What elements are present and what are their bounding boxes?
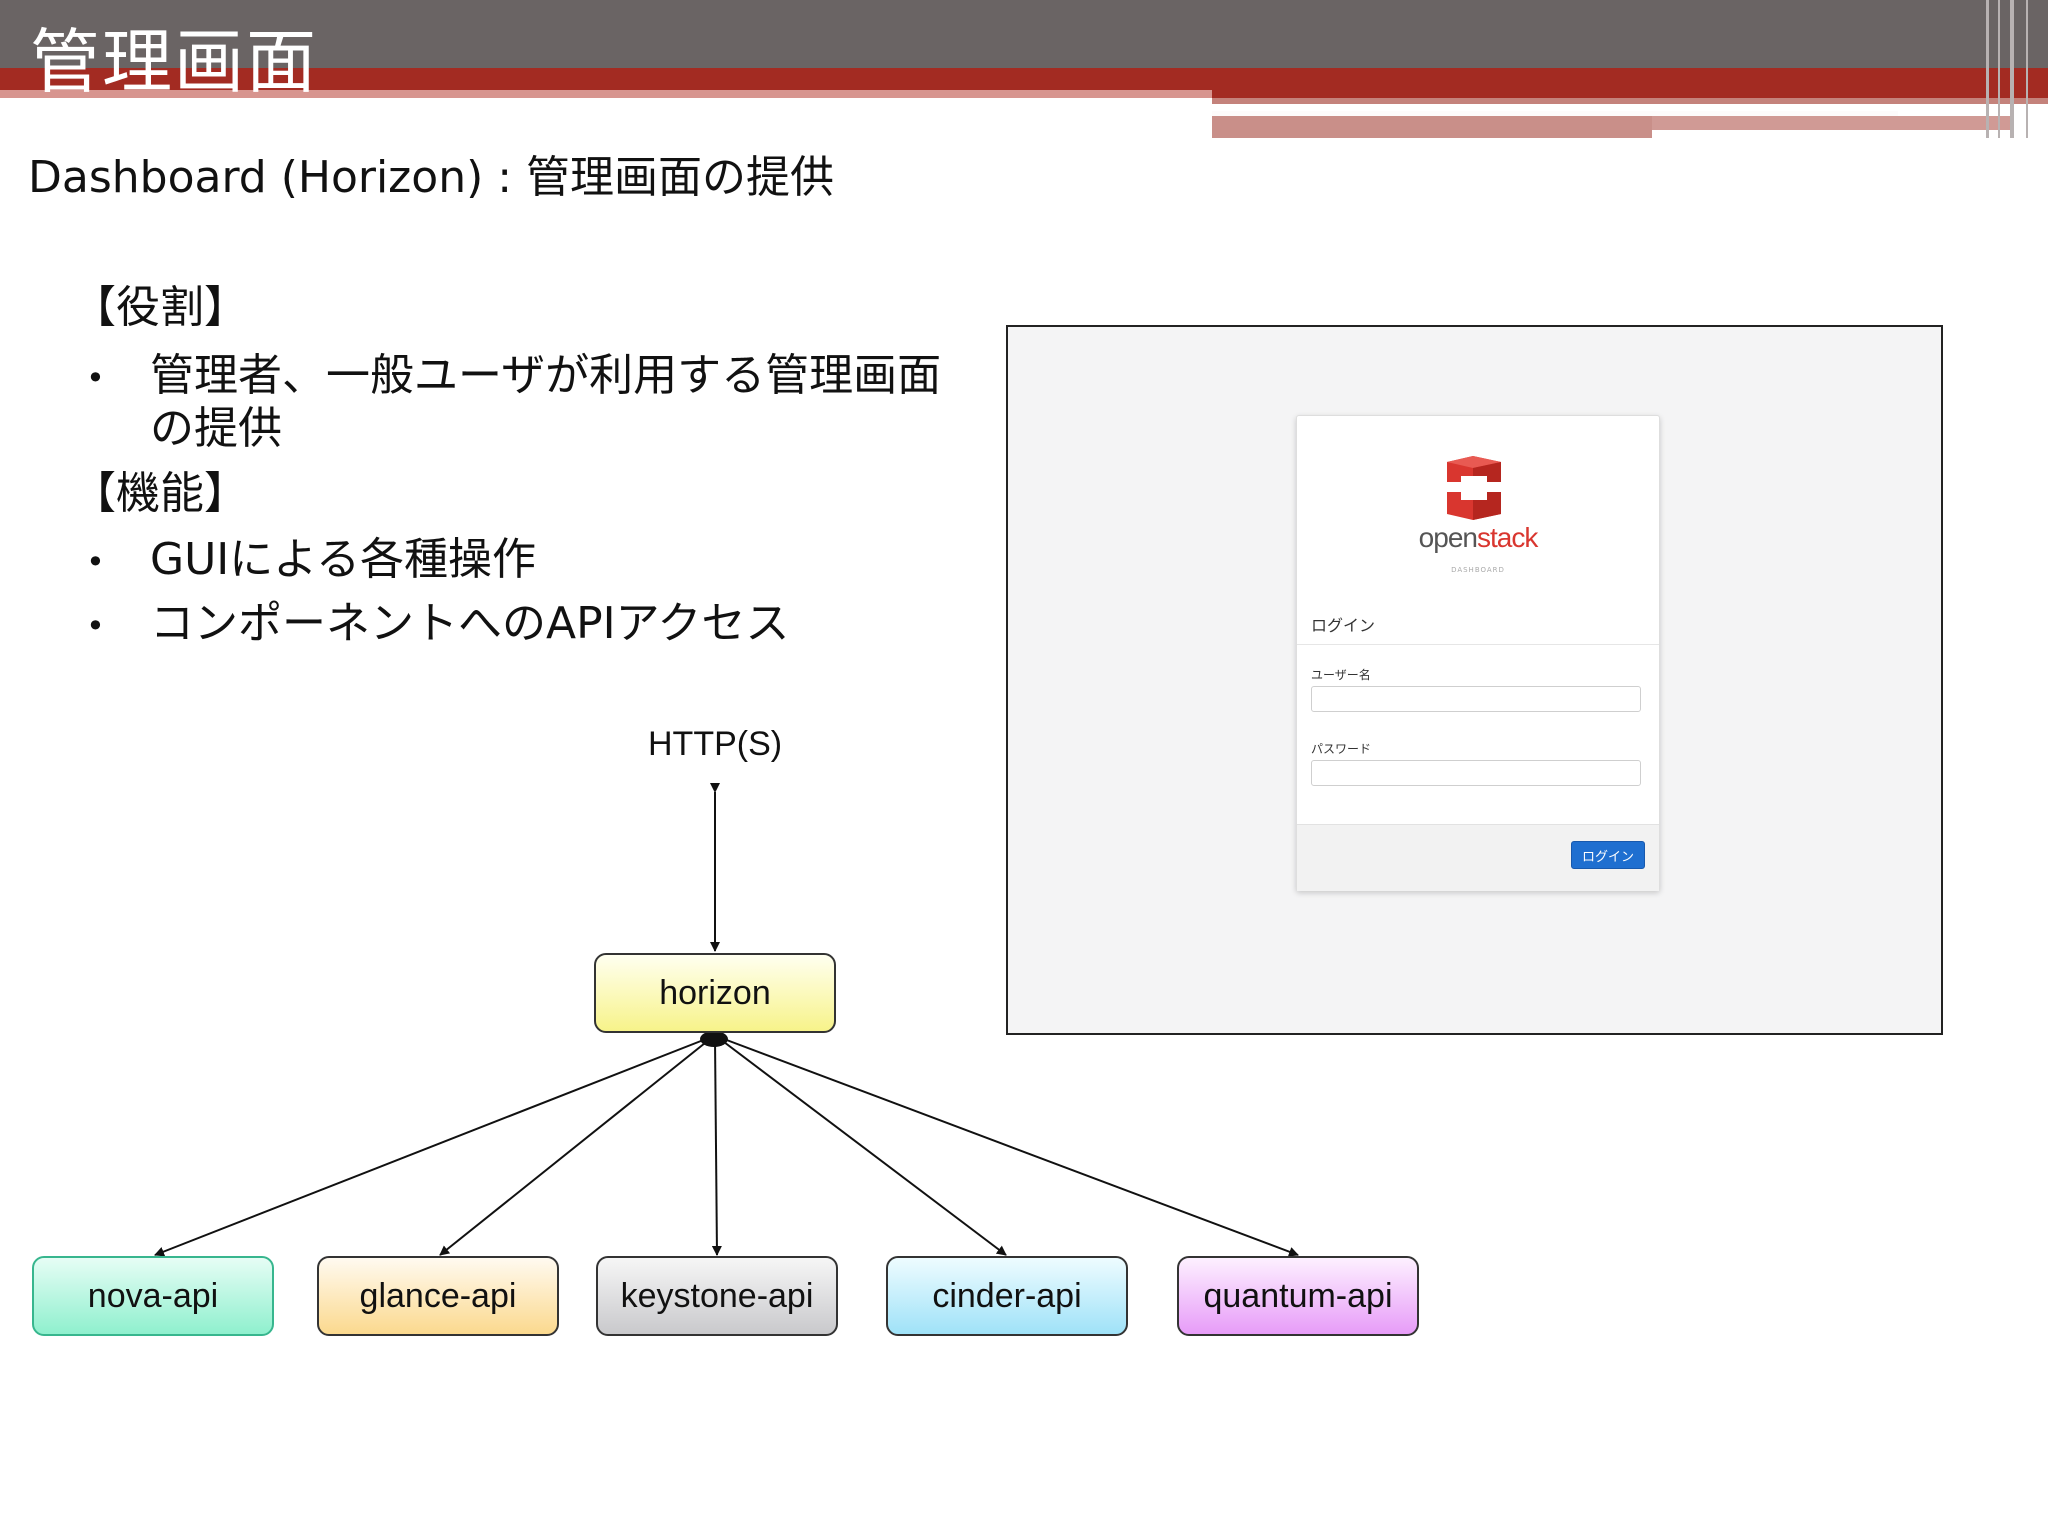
password-label: パスワード bbox=[1311, 742, 1372, 756]
logo-subtitle: DASHBOARD bbox=[1451, 566, 1505, 574]
role-heading: 【役割】 bbox=[72, 282, 248, 333]
keystone-api-node: keystone-api bbox=[596, 1256, 838, 1336]
bullet-dot: • bbox=[86, 607, 105, 645]
username-input[interactable] bbox=[1311, 686, 1641, 712]
bullet-dot: • bbox=[86, 359, 105, 397]
cinder-api-node: cinder-api bbox=[886, 1256, 1128, 1336]
header-deco-line bbox=[2026, 0, 2028, 138]
header-deco-stripe bbox=[1652, 116, 2012, 130]
role-item-line2: の提供 bbox=[150, 403, 282, 454]
bullet-dot: • bbox=[86, 543, 105, 581]
feature-item: コンポーネントへのAPIアクセス bbox=[150, 598, 790, 649]
edge-horizon-glance bbox=[439, 1038, 711, 1256]
slide-subtitle: Dashboard (Horizon) : 管理画面の提供 bbox=[28, 152, 835, 203]
card-divider bbox=[1297, 644, 1659, 645]
glance-api-node: glance-api bbox=[317, 1256, 559, 1336]
edge-horizon-nova bbox=[154, 1038, 707, 1257]
http-label: HTTP(S) bbox=[648, 725, 783, 763]
role-item-line1: 管理者、一般ユーザが利用する管理画面 bbox=[150, 350, 942, 401]
header-deco-line bbox=[1986, 0, 1989, 138]
horizon-node: horizon bbox=[594, 953, 836, 1033]
header-cutout bbox=[0, 98, 1212, 138]
header-accent-line bbox=[0, 90, 1212, 98]
header-deco-stripe bbox=[1212, 116, 1652, 138]
feature-item: GUIによる各種操作 bbox=[150, 534, 536, 585]
nova-api-node: nova-api bbox=[32, 1256, 274, 1336]
card-footer: ログイン bbox=[1297, 824, 1659, 891]
openstack-wordmark: openstack bbox=[1418, 522, 1539, 553]
header-deco-line bbox=[2010, 0, 2014, 138]
login-heading: ログイン bbox=[1311, 616, 1376, 635]
fan-out-hub bbox=[700, 1031, 728, 1047]
header-deco-line bbox=[1998, 0, 2000, 138]
edge-horizon-keystone bbox=[711, 1038, 722, 1256]
password-input[interactable] bbox=[1311, 760, 1641, 786]
header-deco-stripe bbox=[1212, 111, 1898, 116]
edge-horizon-quantum bbox=[723, 1038, 1299, 1257]
features-heading: 【機能】 bbox=[72, 468, 248, 519]
username-label: ユーザー名 bbox=[1311, 668, 1371, 682]
dashboard-screenshot: openstack DASHBOARD ログイン ユーザー名 パスワード ログイ… bbox=[1006, 325, 1943, 1035]
login-card: openstack DASHBOARD ログイン ユーザー名 パスワード ログイ… bbox=[1296, 415, 1660, 891]
edge-horizon-cinder bbox=[719, 1038, 1007, 1256]
openstack-logo-icon bbox=[1447, 456, 1501, 520]
slide-title: 管理画面 bbox=[30, 21, 318, 103]
header-deco-stripe bbox=[1212, 98, 2048, 104]
quantum-api-node: quantum-api bbox=[1177, 1256, 1419, 1336]
header-bar bbox=[0, 0, 2048, 70]
login-button[interactable]: ログイン bbox=[1570, 841, 1645, 869]
